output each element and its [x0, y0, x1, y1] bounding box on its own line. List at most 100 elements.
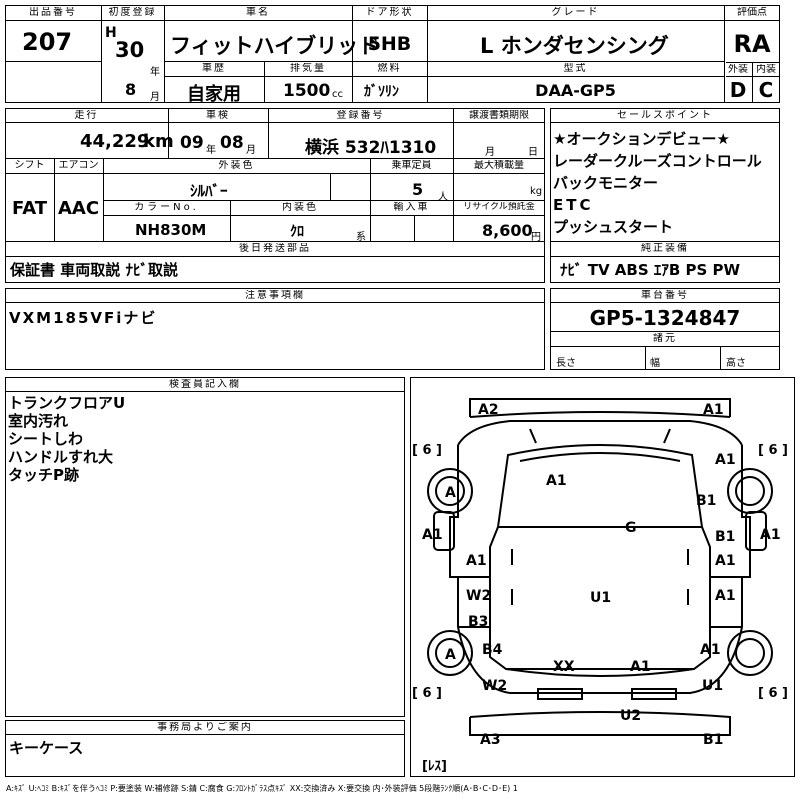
damage-mark: A3: [480, 732, 501, 748]
grade-label: グレード: [551, 7, 600, 18]
sales-point: レーダークルーズコントロール: [553, 152, 762, 170]
damage-mark: U1: [590, 590, 611, 606]
tire-depth: [ 6 ]: [758, 686, 788, 701]
recycle-fee: 8,600: [482, 221, 533, 240]
inspector-note: ハンドルすれ大: [8, 448, 114, 466]
name-label: 車名: [246, 7, 270, 18]
year-unit: 年: [150, 67, 160, 78]
sales-point: プッシュスタート: [553, 218, 674, 236]
capacity-unit: 人: [438, 192, 448, 203]
int-score: C: [758, 78, 774, 102]
transfer-label: 譲渡書類期限: [469, 110, 529, 121]
sales-point: ★オークションデビュー★: [553, 130, 730, 148]
lot-label: 出品番号: [29, 7, 77, 18]
car-diagram-box: [410, 377, 795, 777]
capacity: 5: [412, 180, 424, 199]
color-label: 外装色: [218, 160, 255, 171]
header-box: [5, 5, 780, 103]
damage-mark: A1: [546, 473, 567, 489]
ext-label: 外装: [728, 64, 748, 75]
sales-label: セールスポイント: [617, 110, 713, 121]
height-label: 高さ: [726, 358, 746, 369]
damage-mark: A: [445, 485, 456, 501]
damage-mark: B1: [696, 493, 716, 509]
mileage-label: 走行: [74, 110, 99, 121]
transfer-day: 日: [528, 147, 538, 158]
first-reg-year: 30: [115, 38, 145, 62]
damage-mark: A1: [715, 588, 736, 604]
inspector-note: シートしわ: [8, 430, 84, 448]
shift: FAT: [11, 198, 48, 219]
damage-mark: A1: [630, 659, 651, 675]
tire-depth: [ 6 ]: [412, 443, 442, 458]
chassis-label: 車台番号: [641, 290, 689, 301]
damage-mark: W2: [482, 678, 507, 694]
score-label: 評価点: [737, 7, 767, 18]
office-note: キーケース: [9, 739, 84, 757]
damage-mark: A1: [703, 402, 724, 418]
colorno-label: カラーNo.: [134, 202, 199, 213]
ext-score: D: [729, 78, 747, 102]
door-type: 5HB: [367, 33, 412, 55]
damage-mark: W2: [466, 588, 491, 604]
mileage-unit: km: [143, 131, 174, 152]
damage-mark: B1: [715, 529, 735, 545]
chassis-box: [550, 288, 780, 370]
capacity-label: 乗車定員: [391, 160, 432, 171]
recycle-unit: 円: [531, 232, 541, 243]
notes-label: 注意事項欄: [245, 290, 305, 301]
ac: AAC: [57, 198, 100, 219]
damage-mark: U2: [620, 708, 641, 724]
inspector-note: 室内汚れ: [8, 412, 69, 430]
intcolor-unit: 系: [356, 232, 366, 243]
damage-mark: A1: [700, 642, 721, 658]
damage-mark: A1: [466, 553, 487, 569]
insp-month-unit: 月: [246, 145, 256, 156]
sales-box: [550, 108, 780, 283]
era: H: [105, 25, 117, 41]
door-label: ドア形状: [365, 7, 414, 18]
width-label: 幅: [650, 358, 660, 369]
displacement: 1500: [283, 81, 331, 101]
spec-label: 諸元: [653, 333, 677, 344]
inspection-label: 車検: [206, 110, 230, 121]
intcolor-label: 内装色: [282, 202, 318, 213]
damage-mark: G: [625, 520, 637, 536]
later-parts: 保証書 車両取説 ﾅﾋﾞ取説: [10, 261, 178, 279]
history: 自家用: [187, 84, 241, 105]
details-box: [5, 108, 545, 283]
color: ｼﾙﾊﾞｰ: [190, 182, 228, 200]
ac-label: エアコン: [58, 160, 99, 171]
notes-box: [5, 288, 545, 370]
fuel-label: 燃料: [377, 63, 402, 74]
later-parts-label: 後日発送部品: [239, 243, 311, 254]
car-name: フィットハイブリッド: [170, 34, 380, 58]
displacement-unit: cc: [332, 89, 343, 100]
damage-mark: A1: [760, 527, 781, 543]
equipment-label: 純正装備: [641, 243, 689, 254]
damage-mark: A1: [422, 527, 443, 543]
legend: A:ｷｽﾞ U:ﾍｺﾐ B:ｷｽﾞを伴うﾍｺﾐ P:要塗装 W:補修跡 S:錆 …: [6, 784, 518, 793]
load-unit: kg: [530, 186, 543, 197]
mileage: 44,229: [80, 131, 150, 152]
reg-label: 登録番号: [336, 110, 385, 121]
inspector-note: タッチP跡: [8, 466, 79, 484]
history-label: 車歴: [202, 63, 226, 74]
interior-color: ｸﾛ: [290, 224, 304, 240]
equipment: ﾅﾋﾞ TV ABS ｴｱB PS PW: [560, 261, 741, 279]
load-label: 最大積載量: [474, 160, 524, 171]
chassis-number: GP5-1324847: [589, 306, 741, 330]
insp-year-unit: 年: [206, 145, 216, 156]
transfer-month: 月: [485, 147, 495, 158]
damage-mark: U1: [702, 678, 723, 694]
recycle-label: リサイクル預託金: [463, 202, 535, 212]
damage-mark: B4: [482, 642, 503, 658]
grade: L ホンダセンシング: [480, 34, 669, 58]
damage-mark: XX: [553, 659, 575, 675]
sales-point: バックモニター: [553, 174, 659, 192]
lot-number: 207: [22, 28, 73, 56]
model-label: 型式: [563, 63, 588, 74]
color-number: NH830M: [135, 221, 207, 239]
inspector-note: トランクフロアU: [8, 394, 126, 412]
notes: VXM185VFiナビ: [9, 309, 158, 327]
